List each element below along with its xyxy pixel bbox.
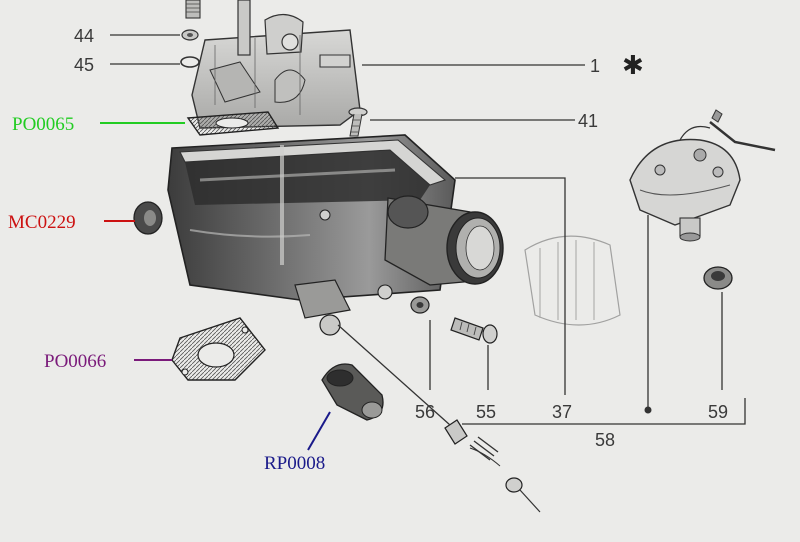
label-41: 41 <box>578 111 598 131</box>
part-56-washer <box>410 296 430 314</box>
label-37: 37 <box>552 402 572 422</box>
float-bowl <box>167 134 456 336</box>
label-45: 45 <box>74 55 94 75</box>
part-41-screw <box>348 107 368 137</box>
gasket-po0065 <box>186 111 280 136</box>
asterisk-mark: ✱ <box>622 51 644 81</box>
label-58: 58 <box>595 430 615 450</box>
code-po0065[interactable]: PO0065 <box>12 114 74 135</box>
label-56: 56 <box>415 402 435 422</box>
fuel-pump <box>629 109 776 242</box>
leader-37 <box>455 177 566 395</box>
part-44-nut <box>181 29 199 41</box>
leader-58 <box>462 398 746 425</box>
code-mc0229[interactable]: MC0229 <box>8 212 76 233</box>
label-1: 1 <box>590 56 600 76</box>
part-55-screw <box>450 317 498 344</box>
code-po0066[interactable]: PO0066 <box>44 351 106 372</box>
part-45-washer <box>180 56 200 68</box>
label-55: 55 <box>476 402 496 422</box>
part-59-nut <box>703 266 733 290</box>
label-44: 44 <box>74 26 94 46</box>
leader-needle <box>337 324 451 426</box>
intake-hose <box>524 235 621 326</box>
intake-venturi <box>384 195 504 286</box>
label-59: 59 <box>708 402 728 422</box>
gasket-po0066 <box>171 317 266 381</box>
code-rp0008[interactable]: RP0008 <box>264 453 325 474</box>
leader-pump-dot <box>644 406 652 414</box>
carburetor-top-body <box>185 0 361 129</box>
needle-valve-parts <box>444 419 541 513</box>
leader-rp0008 <box>307 411 331 451</box>
elbow-rp0008 <box>321 363 384 421</box>
grommet-mc0229 <box>133 201 163 235</box>
